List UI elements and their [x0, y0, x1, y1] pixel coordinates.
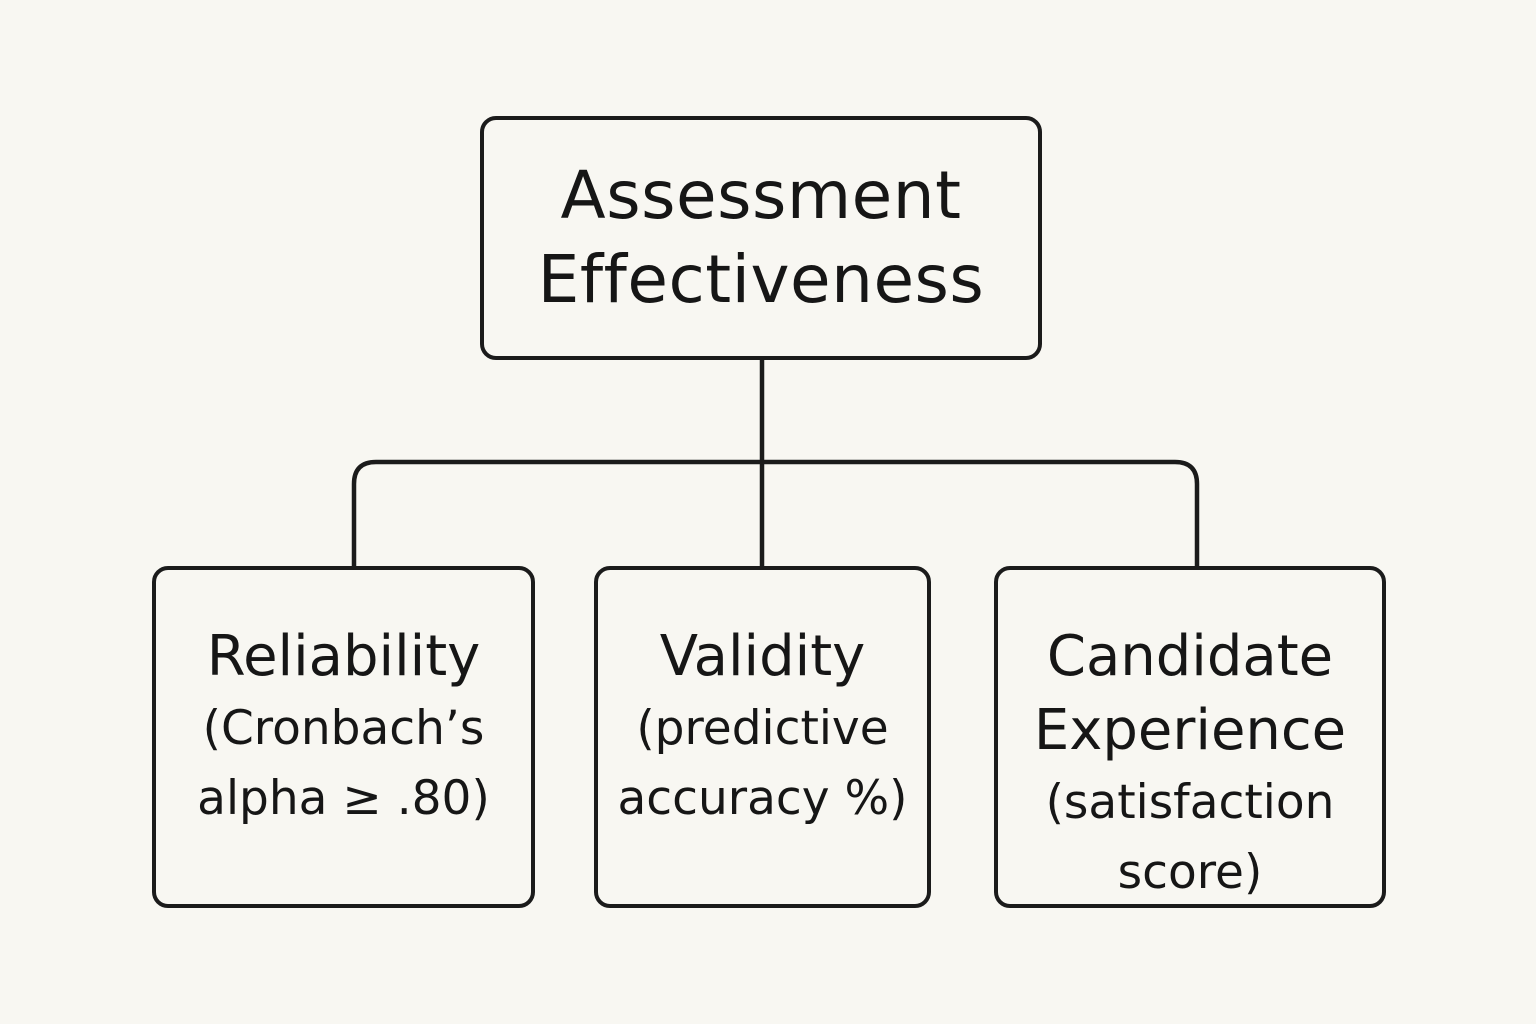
child-detail-line: score): [1117, 845, 1263, 900]
child-detail-line: accuracy %): [617, 771, 908, 826]
child-detail-line: (Cronbach’s: [202, 701, 485, 756]
child-node-validity: Validity (predictive accuracy %): [594, 566, 931, 908]
child-detail-line: (predictive: [636, 701, 889, 756]
child-title-line: Validity: [659, 624, 866, 689]
child-title-line: Experience: [1033, 698, 1347, 763]
child-node-candidate-experience: Candidate Experience (satisfaction score…: [994, 566, 1386, 908]
child-title-line: Reliability: [206, 624, 481, 689]
root-title-line-1: Assessment: [560, 157, 962, 234]
root-title-line-2: Effectiveness: [537, 241, 985, 318]
root-node-assessment-effectiveness: Assessment Effectiveness: [480, 116, 1042, 360]
child-node-reliability: Reliability (Cronbach’s alpha ≥ .80): [152, 566, 535, 908]
child-detail-line: (satisfaction: [1045, 775, 1335, 830]
child-title-line: Candidate: [1046, 624, 1334, 689]
connector-horizontal-bar: [351, 459, 1200, 566]
child-detail-line: alpha ≥ .80): [197, 771, 490, 826]
